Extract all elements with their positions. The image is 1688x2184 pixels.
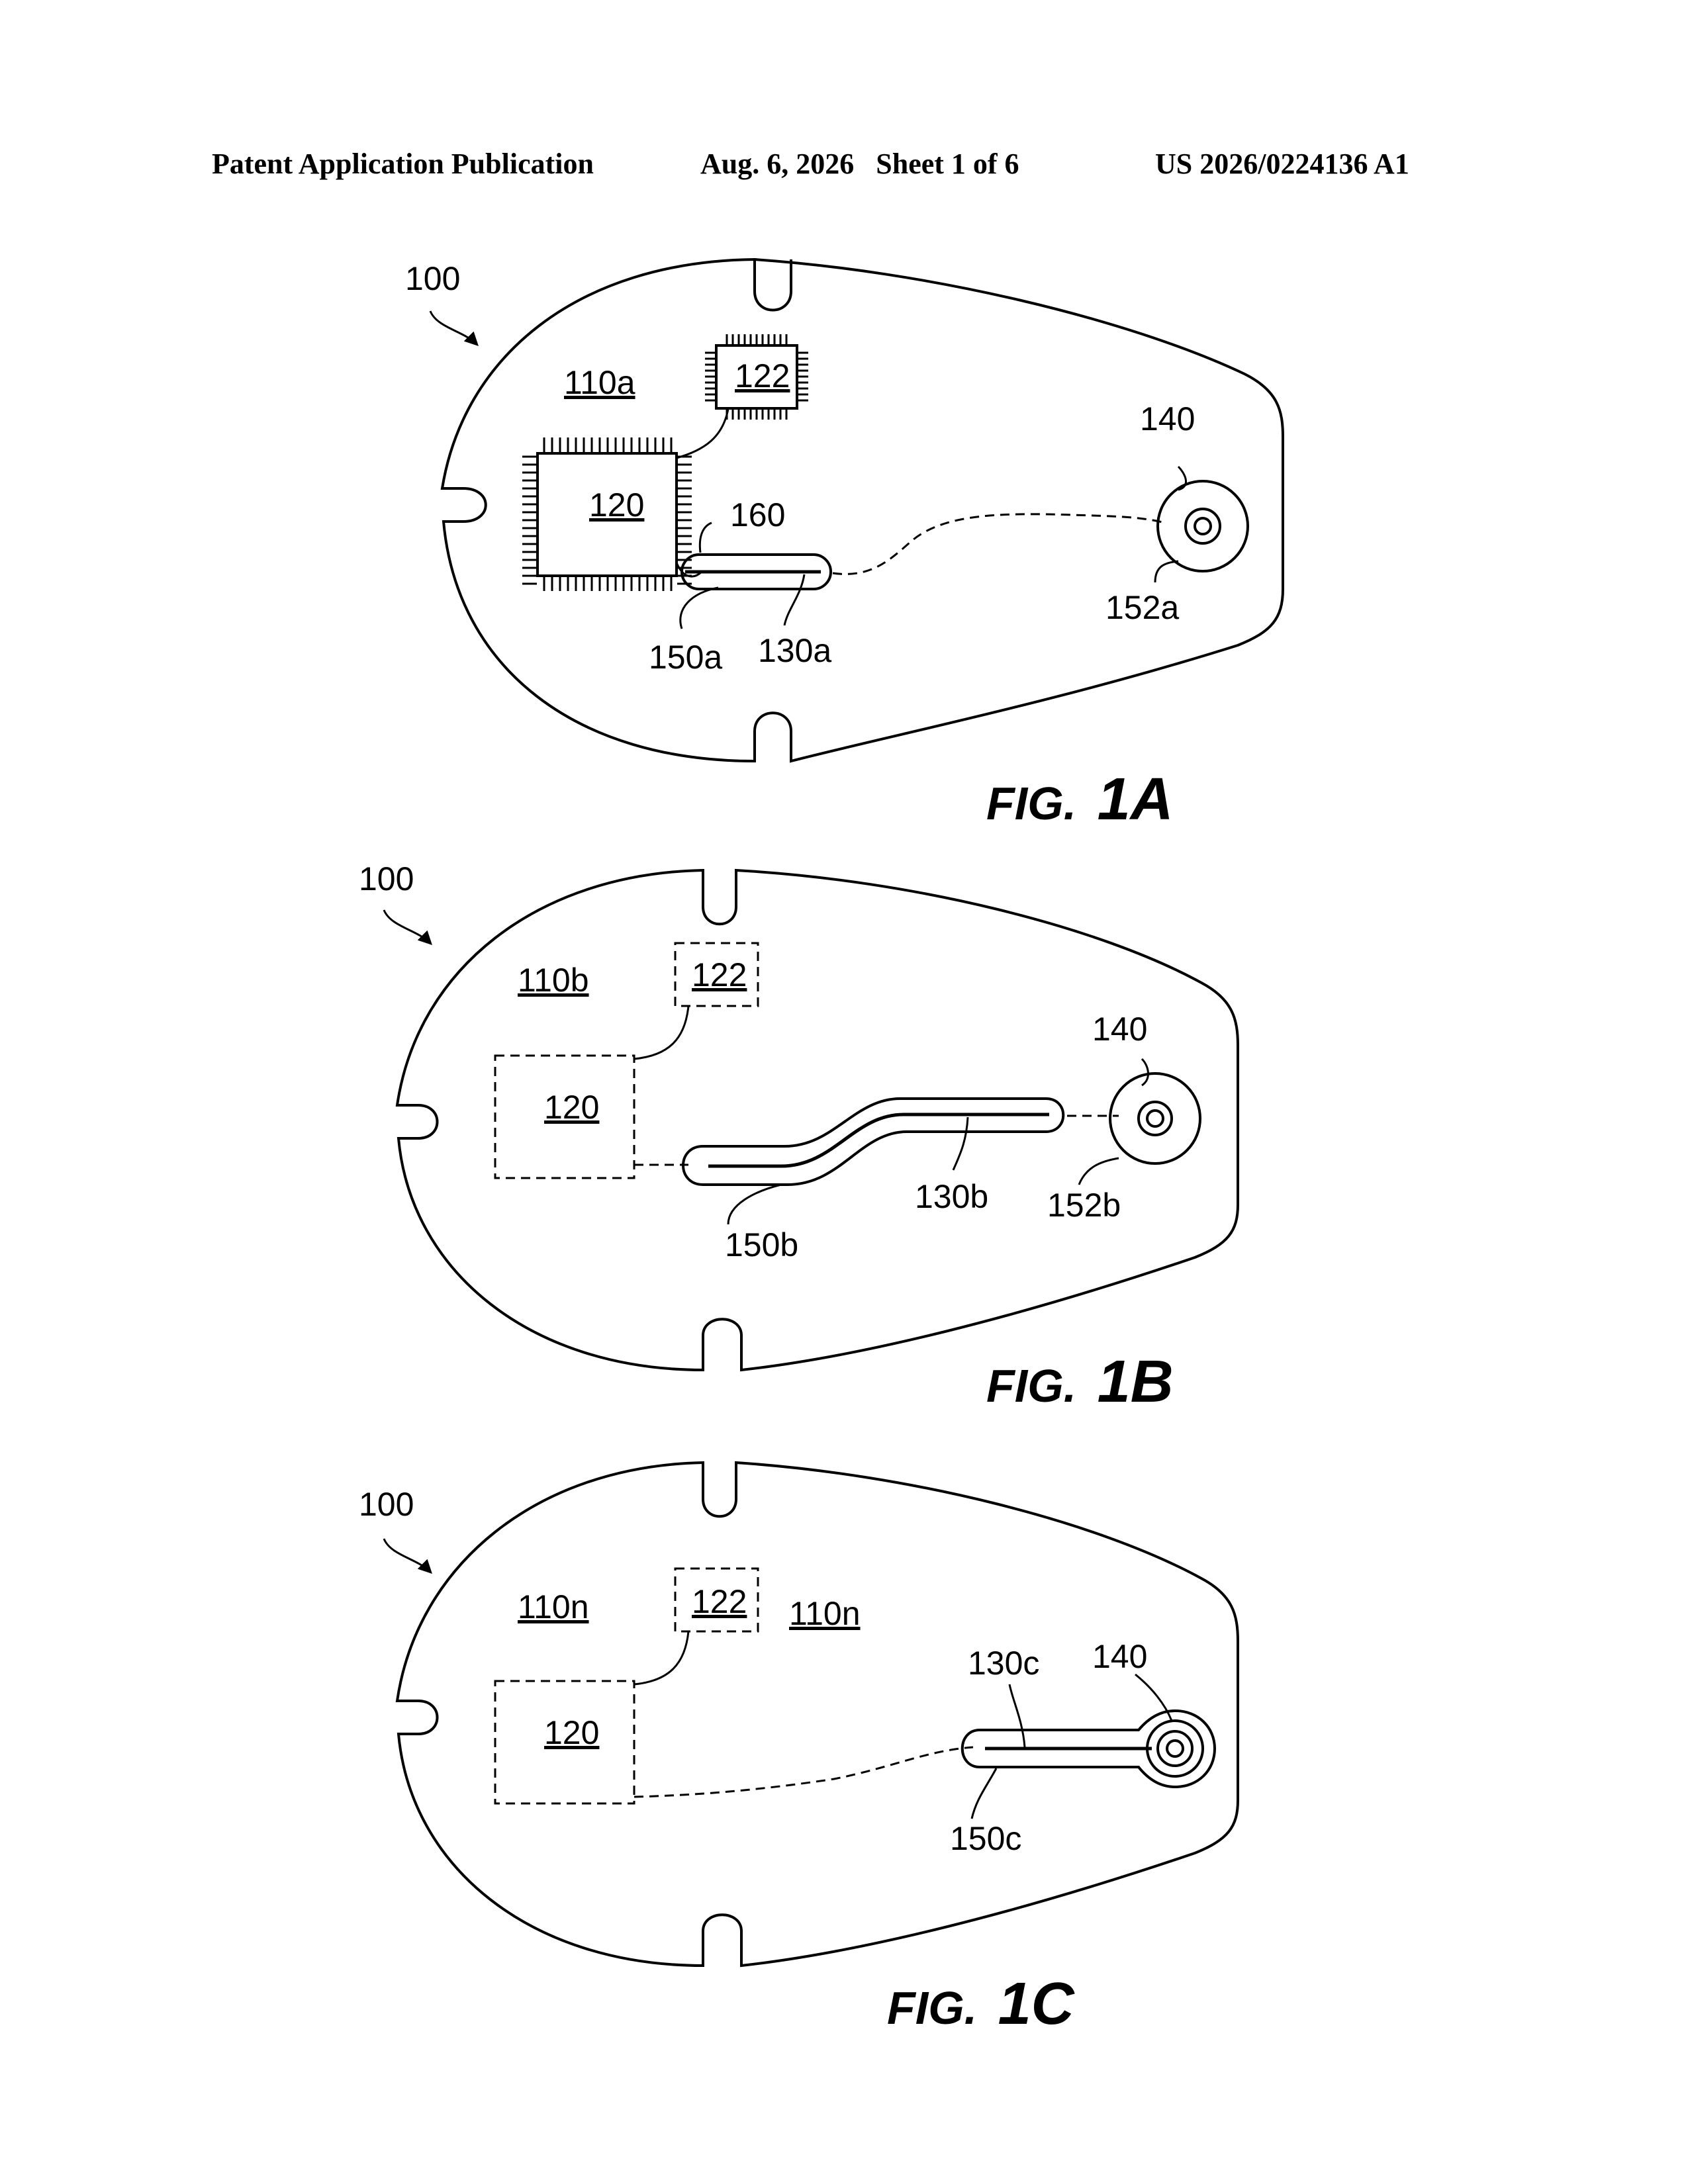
fig-1a-prefix: FIG. xyxy=(986,778,1076,829)
figure-1c: 100 110n 122 110n 120 130c 140 150c FIG.… xyxy=(359,1463,1238,2037)
arrow-100-1c xyxy=(384,1539,430,1572)
ref-122-1c: 122 xyxy=(692,1583,747,1620)
electrode-140-inner xyxy=(1195,518,1211,534)
ref-100-1b: 100 xyxy=(359,860,414,897)
ref-160: 160 xyxy=(730,496,785,533)
figure-1a: 100 110a 122 120 160 150a 130a 140 152a … xyxy=(405,259,1283,833)
ref-100-1a: 100 xyxy=(405,260,460,297)
fig-1b-caption: FIG. 1B xyxy=(986,1349,1174,1415)
ref-140-1a: 140 xyxy=(1140,400,1195,437)
device-outline-1a xyxy=(442,259,1283,761)
ref-152b: 152b xyxy=(1047,1187,1121,1224)
electrode-140-1b-outer xyxy=(1139,1102,1172,1135)
leader-140-1b xyxy=(1142,1059,1148,1085)
leader-130b xyxy=(953,1117,968,1170)
dashed-trace-1a xyxy=(833,514,1165,574)
fig-1b-number: 1B xyxy=(1098,1349,1174,1415)
electrode-140-1c-inner xyxy=(1167,1741,1183,1756)
leader-152b xyxy=(1079,1158,1119,1185)
electrode-140-1c-outer xyxy=(1147,1721,1203,1776)
trace-120-122 xyxy=(677,409,728,458)
ref-130a: 130a xyxy=(758,632,831,669)
ref-130b: 130b xyxy=(915,1178,988,1215)
device-outline-1c xyxy=(397,1463,1238,1966)
figure-1b: 100 110b 122 120 130b 152b 150b 140 FIG.… xyxy=(359,860,1238,1415)
ref-122-1b: 122 xyxy=(692,956,747,993)
fig-1a-caption: FIG. 1A xyxy=(986,766,1174,833)
ref-110b: 110b xyxy=(518,962,589,999)
ref-140-1c: 140 xyxy=(1092,1638,1147,1675)
ref-152a: 152a xyxy=(1105,589,1179,626)
leader-150a xyxy=(680,588,718,629)
ref-120-1a: 120 xyxy=(589,486,644,523)
leader-140-1c xyxy=(1135,1674,1172,1721)
ref-150b: 150b xyxy=(725,1226,798,1263)
fig-1a-number: 1A xyxy=(1098,766,1174,833)
dashed-trace-1c xyxy=(634,1747,973,1797)
device-outline-1b xyxy=(397,870,1238,1370)
ref-110n-left: 110n xyxy=(518,1588,589,1625)
fig-1c-number: 1C xyxy=(998,1971,1076,2037)
arrow-100-1b xyxy=(384,910,430,943)
ref-130c: 130c xyxy=(968,1645,1039,1682)
ref-120-1b: 120 xyxy=(544,1089,599,1126)
ref-110a: 110a xyxy=(564,364,635,401)
fig-1c-caption: FIG. 1C xyxy=(887,1971,1076,2037)
ref-150c: 150c xyxy=(950,1820,1021,1857)
trace-120-122-1b xyxy=(634,1006,688,1059)
fig-1c-prefix: FIG. xyxy=(887,1982,977,2034)
electrode-140-1b-inner xyxy=(1147,1111,1163,1126)
ref-110n-right: 110n xyxy=(789,1595,861,1632)
electrode-140-outer xyxy=(1186,509,1220,543)
leader-130a xyxy=(784,574,804,625)
leader-160 xyxy=(700,523,712,553)
leader-150b xyxy=(728,1185,781,1224)
ref-150a: 150a xyxy=(649,639,722,676)
ref-100-1c: 100 xyxy=(359,1486,414,1523)
leader-150c xyxy=(972,1768,996,1819)
link-160 xyxy=(677,563,702,576)
electrode-140-1c-mid xyxy=(1158,1731,1192,1766)
fig-1b-prefix: FIG. xyxy=(986,1360,1076,1412)
ref-122-1a: 122 xyxy=(735,357,790,394)
ref-140-1b: 140 xyxy=(1092,1011,1147,1048)
leader-152a xyxy=(1155,561,1178,582)
conductor-130b xyxy=(708,1115,1049,1166)
pad-152a xyxy=(1158,481,1248,571)
pad-152b xyxy=(1110,1073,1200,1163)
ref-120-1c: 120 xyxy=(544,1714,599,1751)
leader-130c xyxy=(1009,1684,1025,1747)
arrow-100-1a xyxy=(430,311,477,344)
slot-150b xyxy=(683,1099,1063,1185)
trace-120-122-1c xyxy=(634,1631,688,1684)
